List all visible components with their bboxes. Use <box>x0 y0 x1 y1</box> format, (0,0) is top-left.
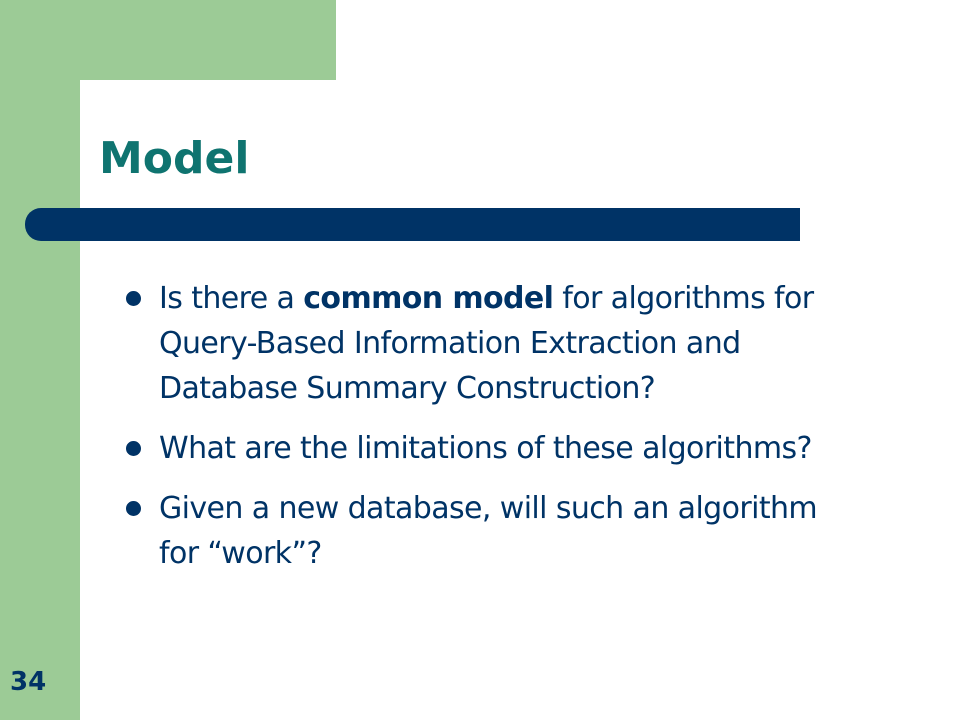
bullet-item-limitations: What are the limitations of these algori… <box>126 426 826 471</box>
title-underline-bar <box>25 208 800 241</box>
bullet-text-part: for algorithms for Query-Based Informati… <box>159 281 814 406</box>
rounded-content-corner <box>80 80 140 140</box>
bullet-text: Given a new database, will such an algor… <box>159 491 818 571</box>
bullet-item-common-model: Is there a common model for algorithms f… <box>126 276 826 411</box>
bullet-text-part: Is there a <box>159 281 304 316</box>
bullet-dot-icon <box>126 441 141 456</box>
bullet-text: What are the limitations of these algori… <box>159 431 812 466</box>
bullet-dot-icon <box>126 291 141 306</box>
bullet-item-new-database: Given a new database, will such an algor… <box>126 486 826 576</box>
slide-title: Model <box>99 133 250 184</box>
bullet-dot-icon <box>126 501 141 516</box>
slide-number: 34 <box>10 667 47 697</box>
bullet-list: Is there a common model for algorithms f… <box>126 276 826 591</box>
green-sidebar-band <box>0 0 80 720</box>
bullet-emphasis: common model <box>303 281 554 316</box>
green-top-band <box>0 0 336 80</box>
